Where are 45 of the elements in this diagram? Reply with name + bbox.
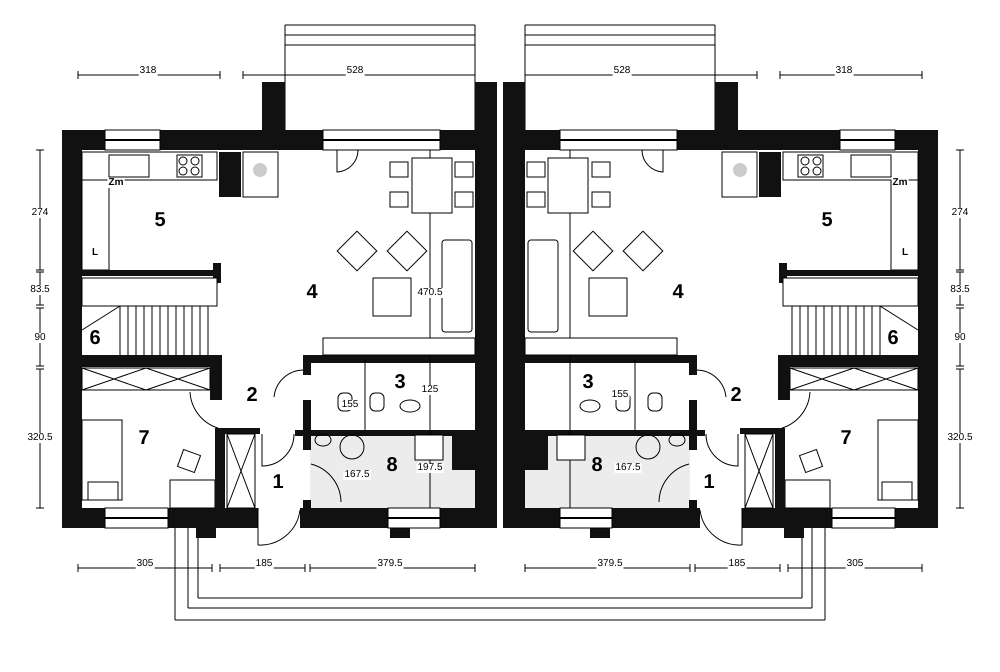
dimension-label: 90 bbox=[33, 333, 47, 343]
dimension-label: 528 bbox=[612, 66, 632, 76]
room-number: 2 bbox=[246, 385, 258, 405]
dimension-label: 305 bbox=[136, 559, 154, 569]
dimension-label: 379.5 bbox=[376, 559, 404, 569]
dimension-label: 155 bbox=[610, 390, 630, 400]
room-number: 8 bbox=[386, 455, 398, 475]
dimension-label: 320.5 bbox=[26, 433, 54, 443]
room-number: 5 bbox=[154, 210, 166, 230]
dimension-label: 318 bbox=[834, 66, 854, 76]
fixture-label: L bbox=[900, 248, 910, 258]
fixture-label: L bbox=[90, 248, 100, 258]
dimension-label: 379.5 bbox=[596, 559, 624, 569]
room-number: 2 bbox=[730, 385, 742, 405]
dimension-label: 528 bbox=[346, 66, 364, 76]
dimension-label: 167.5 bbox=[614, 463, 642, 473]
dimension-label: 90 bbox=[953, 333, 967, 343]
dimension-label: 274 bbox=[30, 208, 50, 218]
dimension-label: 185 bbox=[728, 559, 746, 569]
room-number: 3 bbox=[394, 372, 406, 392]
dimension-label: 167.5 bbox=[343, 470, 371, 480]
dimension-label: 185 bbox=[254, 559, 274, 569]
room-number: 4 bbox=[672, 282, 684, 302]
dimension-label: 125 bbox=[420, 385, 440, 395]
room-number: 8 bbox=[591, 455, 603, 475]
room-number: 5 bbox=[821, 210, 833, 230]
room-number: 6 bbox=[887, 328, 899, 348]
dimension-label: 83.5 bbox=[29, 285, 51, 295]
fixture-label: Zm bbox=[108, 178, 124, 188]
dimension-label: 197.5 bbox=[416, 463, 444, 473]
room-number: 7 bbox=[840, 428, 852, 448]
room-number: 1 bbox=[703, 472, 715, 492]
dimension-label: 470.5 bbox=[416, 288, 444, 298]
dimension-label: 318 bbox=[138, 66, 158, 76]
dimension-label: 305 bbox=[846, 559, 864, 569]
dimension-label: 155 bbox=[340, 400, 360, 410]
dimension-label: 320.5 bbox=[946, 433, 974, 443]
room-number: 6 bbox=[89, 328, 101, 348]
dimension-label: 274 bbox=[950, 208, 970, 218]
room-number: 4 bbox=[306, 282, 318, 302]
room-number: 1 bbox=[272, 472, 284, 492]
room-number: 7 bbox=[138, 428, 150, 448]
room-number: 3 bbox=[582, 372, 594, 392]
dimension-label: 83.5 bbox=[949, 285, 971, 295]
fixture-label: Zm bbox=[892, 178, 908, 188]
